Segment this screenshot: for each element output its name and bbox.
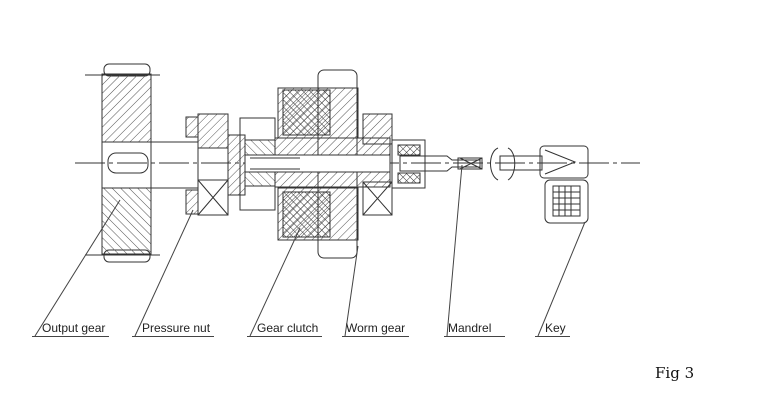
pressure-nut: [227, 134, 246, 196]
left-bearing: [185, 113, 229, 216]
label-worm-gear: Worm gear: [342, 321, 410, 337]
label-pressure-nut: Pressure nut: [132, 321, 215, 337]
label-output-gear: Output gear: [32, 321, 110, 337]
mandrel-housing: [391, 139, 426, 189]
mandrel: [399, 155, 483, 172]
label-mandrel: Mandrel: [444, 321, 506, 337]
label-key: Key: [535, 321, 570, 337]
figure-caption: Fig 3: [655, 364, 695, 382]
worm-gear: [277, 69, 359, 259]
right-bearing: [362, 113, 393, 216]
output-shaft: [150, 141, 199, 189]
key: [490, 145, 589, 224]
leader-lines: [34, 164, 586, 337]
label-gear-clutch: Gear clutch: [247, 321, 323, 337]
hub-shaft: [244, 137, 391, 188]
